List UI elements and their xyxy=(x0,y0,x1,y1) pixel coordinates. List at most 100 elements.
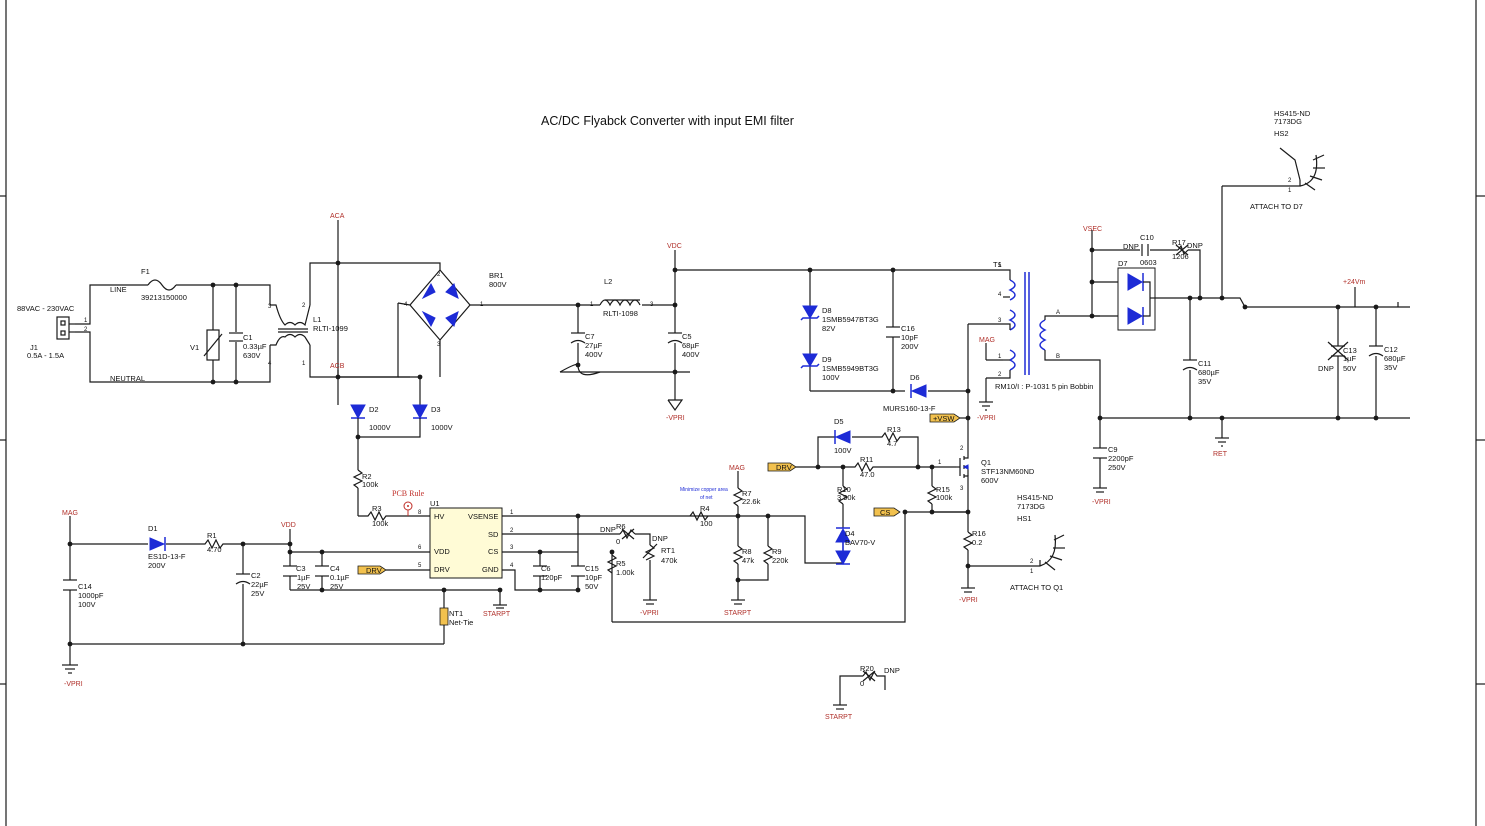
svg-text:1: 1 xyxy=(510,510,514,516)
c3-voltage: 25V xyxy=(297,582,310,591)
capacitor-c7: C7 27µF 400V xyxy=(570,332,603,359)
capacitor-c11: C11 680µF 35V xyxy=(1182,359,1220,386)
c3-ref: C3 xyxy=(296,564,306,573)
r6-ref: R6 xyxy=(616,522,626,531)
resistor-r3: R3 100k xyxy=(358,504,430,528)
net-tag-drv-left: DRV xyxy=(357,565,387,575)
svg-text:2: 2 xyxy=(1030,559,1034,565)
svg-text:5: 5 xyxy=(998,263,1002,269)
j1-rating: 88VAC - 230VAC xyxy=(17,304,75,313)
r9-ref: R9 xyxy=(772,547,782,556)
rt1-ref: RT1 xyxy=(661,546,675,555)
pcb-rule-label: PCB Rule xyxy=(392,489,425,498)
cs-tag-text: CS xyxy=(880,508,890,517)
u1-pin-hv: HV xyxy=(434,512,444,521)
svg-text:1: 1 xyxy=(1288,188,1292,194)
svg-text:1: 1 xyxy=(590,302,594,308)
d4-ref: D4 xyxy=(845,529,855,538)
hs2-model: 7173DG xyxy=(1274,117,1302,126)
t1-bobbin: RM10/I : P-1031 5 pin Bobbin xyxy=(995,382,1093,391)
varistor-v1: V1 xyxy=(190,329,223,361)
hs2-partno: HS415-ND xyxy=(1274,109,1311,118)
c9-voltage: 250V xyxy=(1108,463,1126,472)
pcb-rule-marker: PCB Rule xyxy=(392,489,425,516)
drv-tag-left-text: DRV xyxy=(366,566,382,575)
l2-value: RLTI-1098 xyxy=(603,309,638,318)
d4-value: BAV70-V xyxy=(845,538,875,547)
svg-text:3: 3 xyxy=(650,302,654,308)
rt1-dnp: DNP xyxy=(652,534,668,543)
net-vpri-t1: -VPRI xyxy=(977,415,996,422)
l1-ref: L1 xyxy=(313,315,321,324)
r20-ref: R20 xyxy=(860,664,874,673)
junction-dots xyxy=(67,247,1379,647)
r1-ref: R1 xyxy=(207,531,217,540)
r2-value: 100k xyxy=(362,480,379,489)
net-vpri-left: -VPRI xyxy=(64,681,83,688)
r11-ref: R11 xyxy=(860,455,873,464)
svg-text:1: 1 xyxy=(938,460,942,466)
r6-dnp: DNP xyxy=(600,525,616,534)
svg-text:2: 2 xyxy=(998,372,1002,378)
controller-u1: U1 HV VDD DRV VSENSE SD CS GND 8 6 5 1 2… xyxy=(418,499,514,579)
r13-ref: R13 xyxy=(887,425,901,434)
capacitor-c3: C3 1µF 25V xyxy=(283,564,310,591)
d3-value: 1000V xyxy=(431,423,453,432)
capacitor-c15: C15 10pF 50V xyxy=(571,564,603,591)
q1-voltage: 600V xyxy=(981,476,999,485)
svg-text:2: 2 xyxy=(960,446,964,452)
q1-part: STF13NM60ND xyxy=(981,467,1035,476)
svg-text:2: 2 xyxy=(302,303,306,309)
capacitor-c14: C14 1000pF 100V xyxy=(63,579,104,609)
svg-text:1: 1 xyxy=(302,361,306,367)
svg-text:2: 2 xyxy=(1288,178,1292,184)
c12-cap: 680µF xyxy=(1384,354,1406,363)
c7-ref: C7 xyxy=(585,332,595,341)
net-mag-r7: MAG xyxy=(729,465,745,472)
svg-text:3: 3 xyxy=(268,304,272,310)
d8-voltage: 82V xyxy=(822,324,835,333)
r5-ref: R5 xyxy=(616,559,626,568)
r6-value: 0 xyxy=(616,537,620,546)
svg-text:4: 4 xyxy=(998,292,1002,298)
svg-text:3: 3 xyxy=(437,342,441,348)
r3-value: 100k xyxy=(372,519,389,528)
f1-ref: F1 xyxy=(141,267,150,276)
net-neutral: NEUTRAL xyxy=(110,374,145,383)
r15-value: 100k xyxy=(936,493,953,502)
svg-text:4: 4 xyxy=(404,302,408,308)
u1-pin-vsense: VSENSE xyxy=(468,512,498,521)
r4-value: 100 xyxy=(700,519,713,528)
c16-voltage: 200V xyxy=(901,342,919,351)
c13-dnp: DNP xyxy=(1318,364,1334,373)
c14-cap: 1000pF xyxy=(78,591,104,600)
net-tag-cs: CS xyxy=(873,507,901,517)
fuse-f1: F1 39213150000 xyxy=(141,267,187,302)
capacitor-c16: C16 10pF 200V xyxy=(886,324,919,351)
r2-ref: R2 xyxy=(362,472,372,481)
r4-ref: R4 xyxy=(700,504,710,513)
capacitor-c5: C5 68µF 400V xyxy=(667,332,700,359)
r15-ref: R15 xyxy=(936,485,950,494)
choke-l1: 3 2 4 1 L1 RLTI-1099 xyxy=(268,303,348,367)
c6-ref: C6 xyxy=(541,564,551,573)
wires-input xyxy=(75,223,690,405)
net-acb: ACB xyxy=(330,363,345,370)
d1-ref: D1 xyxy=(148,524,158,533)
capacitor-c1: C1 0.33µF 630V xyxy=(229,332,267,360)
d7-ref: D7 xyxy=(1118,259,1128,268)
c15-ref: C15 xyxy=(585,564,599,573)
u1-pin-vdd: VDD xyxy=(434,547,450,556)
u1-pin-drv: DRV xyxy=(434,565,450,574)
c1-voltage: 630V xyxy=(243,351,261,360)
hs1-partno: HS415-ND xyxy=(1017,493,1054,502)
r5-value: 1.00k xyxy=(616,568,635,577)
d1-part: ES1D-13-F xyxy=(148,552,186,561)
svg-text:1: 1 xyxy=(998,354,1002,360)
c11-ref: C11 xyxy=(1198,359,1211,368)
resistor-r2: R2 100k xyxy=(352,469,379,516)
u1-pin-cs: CS xyxy=(488,547,498,556)
diode-d4: D4 BAV70-V xyxy=(835,527,875,566)
d9-part: 1SMB5949BT3G xyxy=(822,364,879,373)
c6-value: 120pF xyxy=(541,573,563,582)
